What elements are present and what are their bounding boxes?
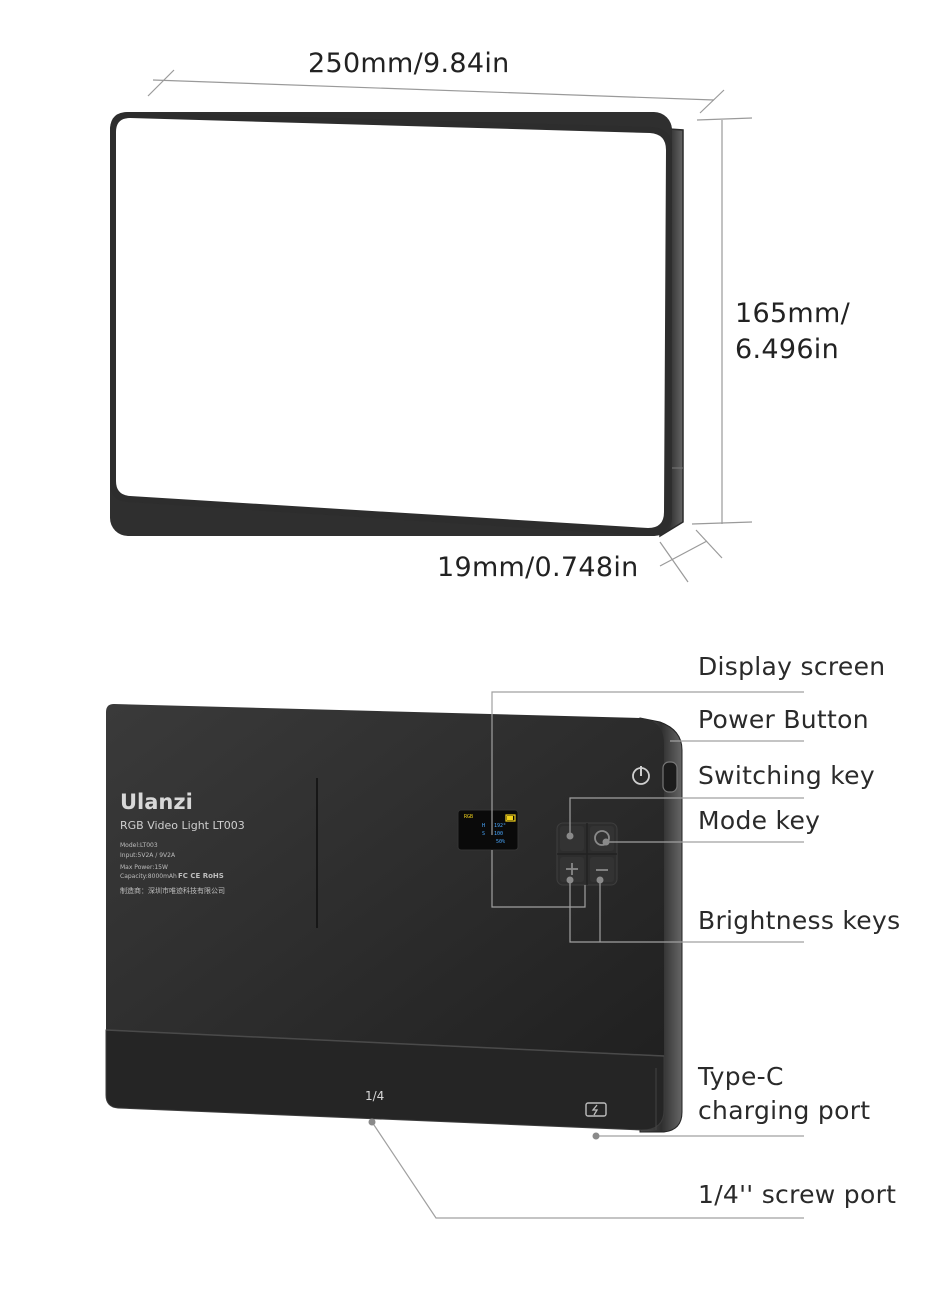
callout-screw-port: 1/4'' screw port: [698, 1180, 897, 1209]
callout-power-button: Power Button: [698, 705, 869, 734]
width-dimension-label: 250mm/9.84in: [308, 48, 510, 79]
typec-dot: [592, 1132, 600, 1140]
screen-h-value: 192°: [494, 823, 507, 829]
callout-brightness-keys: Brightness keys: [698, 906, 901, 935]
mode-key-dot: [602, 838, 610, 846]
back-view-panel: [105, 704, 683, 1133]
display-screen: [457, 809, 519, 851]
screw-port-dot: [368, 1118, 376, 1126]
brightness-up-key[interactable]: [560, 857, 584, 882]
callout-typec-line2: charging port: [698, 1096, 871, 1125]
brightness-down-dot: [596, 876, 604, 884]
screw-port-leader: [371, 1121, 804, 1219]
height-dimension-label-line2: 6.496in: [735, 334, 840, 365]
spec-input: Input:5V2A / 9V2A: [120, 852, 176, 859]
callout-switching-key: Switching key: [698, 761, 875, 790]
brightness-up-dot: [566, 876, 574, 884]
mode-key[interactable]: [590, 826, 614, 851]
depth-dimension-label: 19mm/0.748in: [437, 552, 639, 583]
screw-mark: 1/4: [365, 1089, 385, 1103]
switching-key-dot: [566, 832, 574, 840]
brightness-keys-leader: [569, 880, 804, 943]
power-button[interactable]: [632, 761, 678, 793]
spec-power: Max Power:15W: [120, 864, 168, 871]
light-face: [116, 118, 666, 528]
height-dimension-line: [691, 117, 753, 525]
spec-capacity: Capacity:8000mAh: [120, 873, 177, 880]
type-c-port-icon[interactable]: [585, 1102, 607, 1117]
model-title: RGB Video Light LT003: [120, 819, 245, 832]
screen-s-value: 100: [494, 831, 504, 837]
callout-mode-key: Mode key: [698, 806, 821, 835]
screen-b-value: 50%: [496, 839, 506, 845]
brightness-down-key[interactable]: [590, 857, 614, 882]
brand-logo: Ulanzi: [120, 790, 193, 814]
screen-h: H: [482, 823, 486, 829]
depth-dimension-line: [659, 529, 723, 583]
spec-maker: 制造商：深圳市唯迹科技有限公司: [120, 887, 225, 895]
display-frame-leader: [491, 850, 586, 908]
callout-typec-line1: Type-C: [698, 1062, 784, 1091]
height-dimension-label-line1: 165mm/: [735, 298, 851, 329]
callout-display-screen: Display screen: [698, 652, 886, 681]
front-view-panel: [110, 112, 684, 538]
width-dimension-line: [147, 69, 725, 114]
spec-model: Model:LT003: [120, 842, 158, 849]
switching-key-leader: [569, 797, 804, 836]
display-screen-leader: [491, 691, 804, 835]
screen-mode: RGB: [464, 814, 474, 820]
spec-certs: FC CE RoHS: [178, 872, 224, 880]
screen-s: S: [482, 831, 486, 837]
